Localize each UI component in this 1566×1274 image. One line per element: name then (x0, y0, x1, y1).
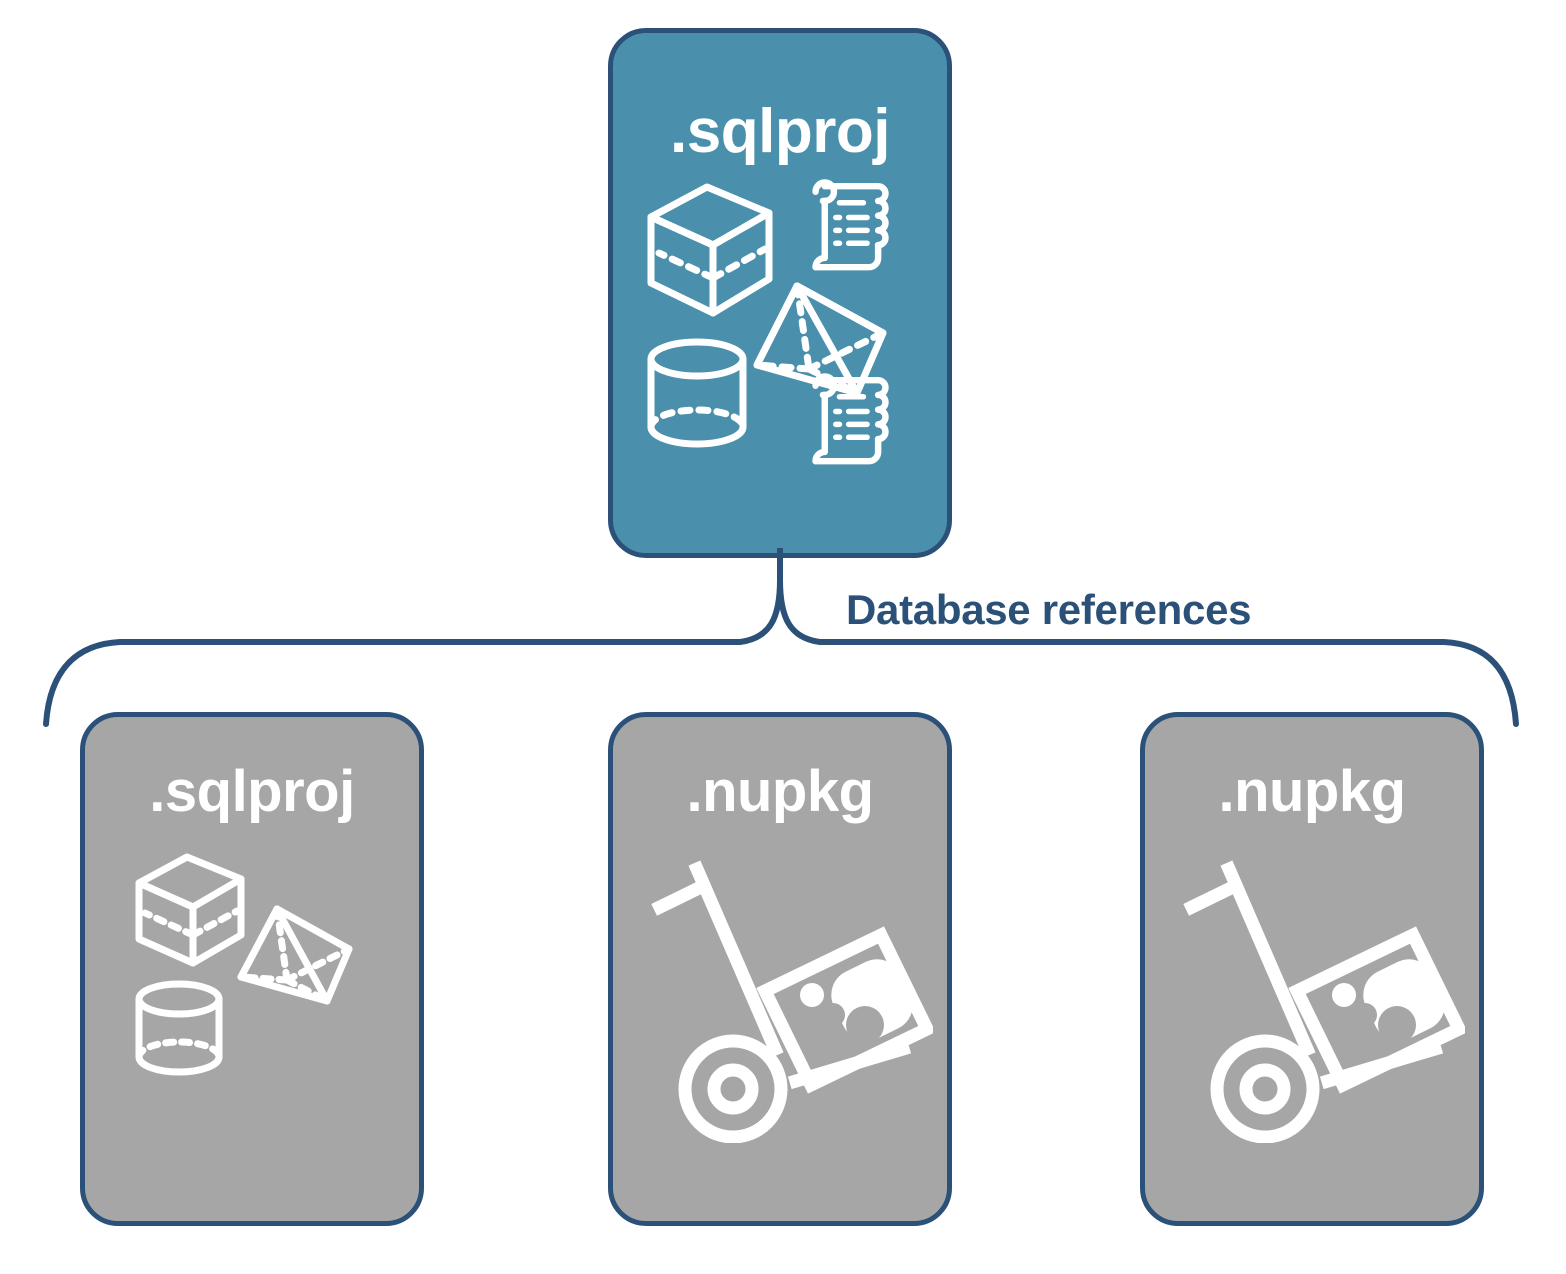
bracket-label: Database references (846, 586, 1252, 633)
nuget-logo-mark (800, 959, 913, 1044)
pyramid-icon (237, 905, 353, 1005)
package-box (756, 926, 936, 1094)
cylinder-icon (647, 338, 747, 448)
node-card-reference-nupkg-1[interactable]: .nupkg (608, 712, 952, 1226)
dolly-plate (787, 1040, 912, 1090)
dolly-wheel-inner (707, 1063, 759, 1115)
dolly-grip (651, 878, 710, 916)
package-box (1288, 926, 1468, 1094)
icon-group-database-objects (639, 173, 931, 473)
bracket-right-arm (777, 548, 1519, 727)
bracket-left-arm (43, 548, 783, 727)
card-title: .nupkg (1218, 759, 1406, 824)
dolly-wheel-outer (678, 1034, 788, 1144)
node-card-sqlproj-root[interactable]: .sqlproj (608, 28, 952, 558)
node-card-reference-sqlproj[interactable]: .sqlproj (80, 712, 424, 1226)
cube-icon (135, 853, 245, 967)
card-title: .sqlproj (149, 759, 355, 824)
icon-group-nuget-package (1169, 843, 1468, 1144)
nuget-logo-mark (1332, 959, 1445, 1044)
scroll-icon (812, 373, 889, 465)
dolly-wheel-outer (1210, 1034, 1320, 1144)
dolly-wheel-inner (1239, 1063, 1291, 1115)
dolly-handle-bar (1220, 860, 1316, 1058)
card-title: .sqlproj (670, 97, 890, 166)
dolly-handle-bar (688, 860, 784, 1058)
dolly-plate (1319, 1040, 1444, 1090)
database-objects-icons-svg (135, 853, 353, 1076)
database-objects-icons-svg (647, 179, 889, 465)
pyramid-icon (753, 282, 887, 397)
node-card-reference-nupkg-2[interactable]: .nupkg (1140, 712, 1484, 1226)
scroll-icon (812, 179, 889, 271)
icon-group-database-objects (131, 847, 391, 1097)
cylinder-icon (135, 980, 223, 1076)
dolly-grip (1183, 878, 1242, 916)
cube-icon (647, 183, 773, 317)
card-title: .nupkg (686, 759, 874, 824)
hand-truck-package-icon-svg (651, 860, 936, 1144)
hand-truck-package-icon-svg (1183, 860, 1468, 1144)
icon-group-nuget-package (637, 843, 936, 1144)
